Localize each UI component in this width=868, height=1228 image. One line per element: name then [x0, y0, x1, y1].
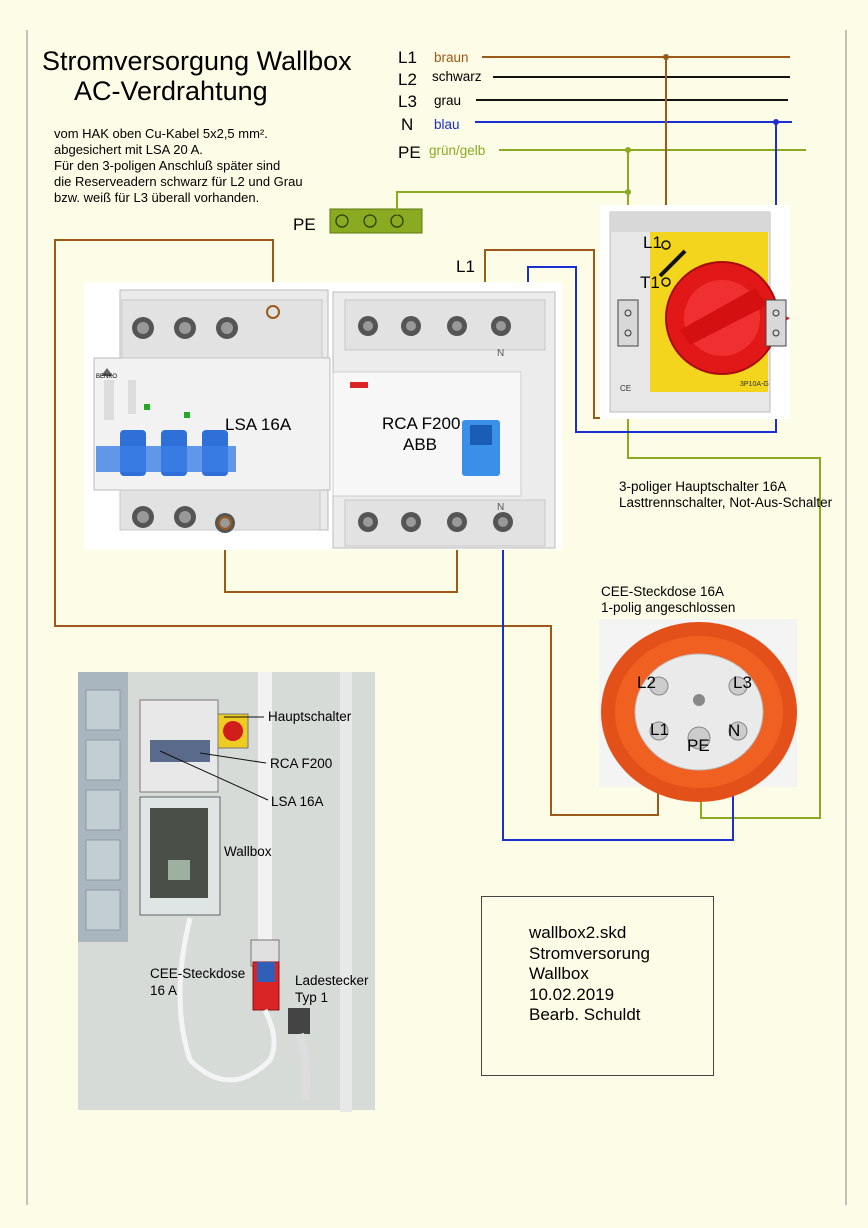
cee-label-2: 1-polig angeschlossen	[601, 600, 736, 615]
wire-pe-bar	[396, 150, 629, 215]
hauptschalter-label-2: Lasttrennschalter, Not-Aus-Schalter	[619, 495, 833, 510]
rca-label: RCA F200	[382, 414, 461, 433]
photo-label-lade-2: Typ 1	[295, 990, 329, 1005]
info-line: wallbox2.skd	[529, 923, 627, 942]
bus-phase-label: N	[401, 115, 414, 134]
title-line-1: Stromversorgung Wallbox	[42, 46, 352, 76]
main-switch	[600, 205, 790, 419]
cee-pin-label: L3	[733, 673, 752, 692]
bus-phase-label: PE	[398, 143, 421, 162]
info-line: 10.02.2019	[529, 984, 615, 1004]
info-line: Bearb. Schuldt	[529, 1005, 641, 1024]
cee-pin-label: L1	[650, 720, 669, 739]
rcd-n-label: N	[497, 348, 505, 359]
info-line: Wallbox	[529, 964, 589, 983]
photo-label-wallbox: Wallbox	[224, 844, 272, 859]
bus-color-label: schwarz	[432, 69, 482, 84]
cee-pin-label: PE	[687, 736, 710, 755]
description-block: vom HAK oben Cu-Kabel 5x2,5 mm². abgesic…	[54, 126, 303, 206]
wire-lsa-cee	[54, 239, 659, 816]
l1-wire-label: L1	[456, 257, 475, 276]
diagram-title: Stromversorgung Wallbox AC-Verdrahtung	[42, 46, 352, 106]
installation-photo	[78, 672, 375, 1112]
switch-t1-label: T1	[640, 273, 660, 292]
bus-lines	[475, 56, 806, 151]
bus-color-label: grau	[434, 93, 462, 108]
lsa-brand-label: BENKO	[96, 374, 118, 380]
bus-color-label: grün/gelb	[429, 143, 486, 158]
bus-phase-label: L3	[398, 92, 417, 111]
cee-label-1: CEE-Steckdose 16A	[601, 584, 725, 599]
hauptschalter-label-1: 3-poliger Hauptschalter 16A	[619, 479, 787, 494]
info-line: Stromversorung	[529, 943, 650, 963]
photo-label-rca: RCA F200	[270, 756, 333, 771]
rcd-breaker	[332, 291, 556, 549]
pe-bar-label: PE	[293, 215, 316, 234]
switch-model-label: 3P10A-G	[740, 381, 769, 388]
cee-pin-label: N	[728, 721, 741, 740]
bus-color-label: braun	[434, 50, 469, 65]
photo-label-lsa: LSA 16A	[271, 794, 324, 809]
cee-socket	[599, 619, 797, 802]
photo-label-cee-1: CEE-Steckdose	[150, 966, 246, 981]
info-box: wallbox2.skd Stromversorung Wallbox 10.0…	[481, 896, 714, 1076]
photo-label-lade-1: Ladestecker	[295, 973, 369, 988]
cee-pin-label: L2	[637, 673, 656, 692]
pe-bar	[329, 208, 423, 234]
lsa-label: LSA 16A	[225, 415, 292, 434]
title-line-2: AC-Verdrahtung	[74, 76, 268, 106]
bus-color-label: blau	[434, 117, 460, 132]
description-line: Für den 3-poligen Anschluß später sind	[54, 158, 281, 173]
description-line: abgesichert mit LSA 20 A.	[54, 142, 203, 157]
wire-rcd-lsa	[224, 524, 458, 593]
rcd-n-label: N	[497, 502, 505, 513]
photo-label-hauptschalter: Hauptschalter	[268, 709, 352, 724]
bus-phase-label: L2	[398, 70, 417, 89]
description-line: vom HAK oben Cu-Kabel 5x2,5 mm².	[54, 126, 268, 141]
bus-phase-label: L1	[398, 48, 417, 67]
description-line: bzw. weiß für L3 überall vorhanden.	[54, 190, 260, 205]
description-line: die Reserveadern schwarz für L2 und Grau	[54, 174, 303, 189]
switch-l1-label: L1	[643, 233, 662, 252]
switch-ce-label: CE	[620, 384, 632, 393]
lsa-breaker	[93, 289, 331, 533]
rca-brand-label: ABB	[403, 435, 438, 454]
photo-label-cee-2: 16 A	[150, 983, 178, 998]
